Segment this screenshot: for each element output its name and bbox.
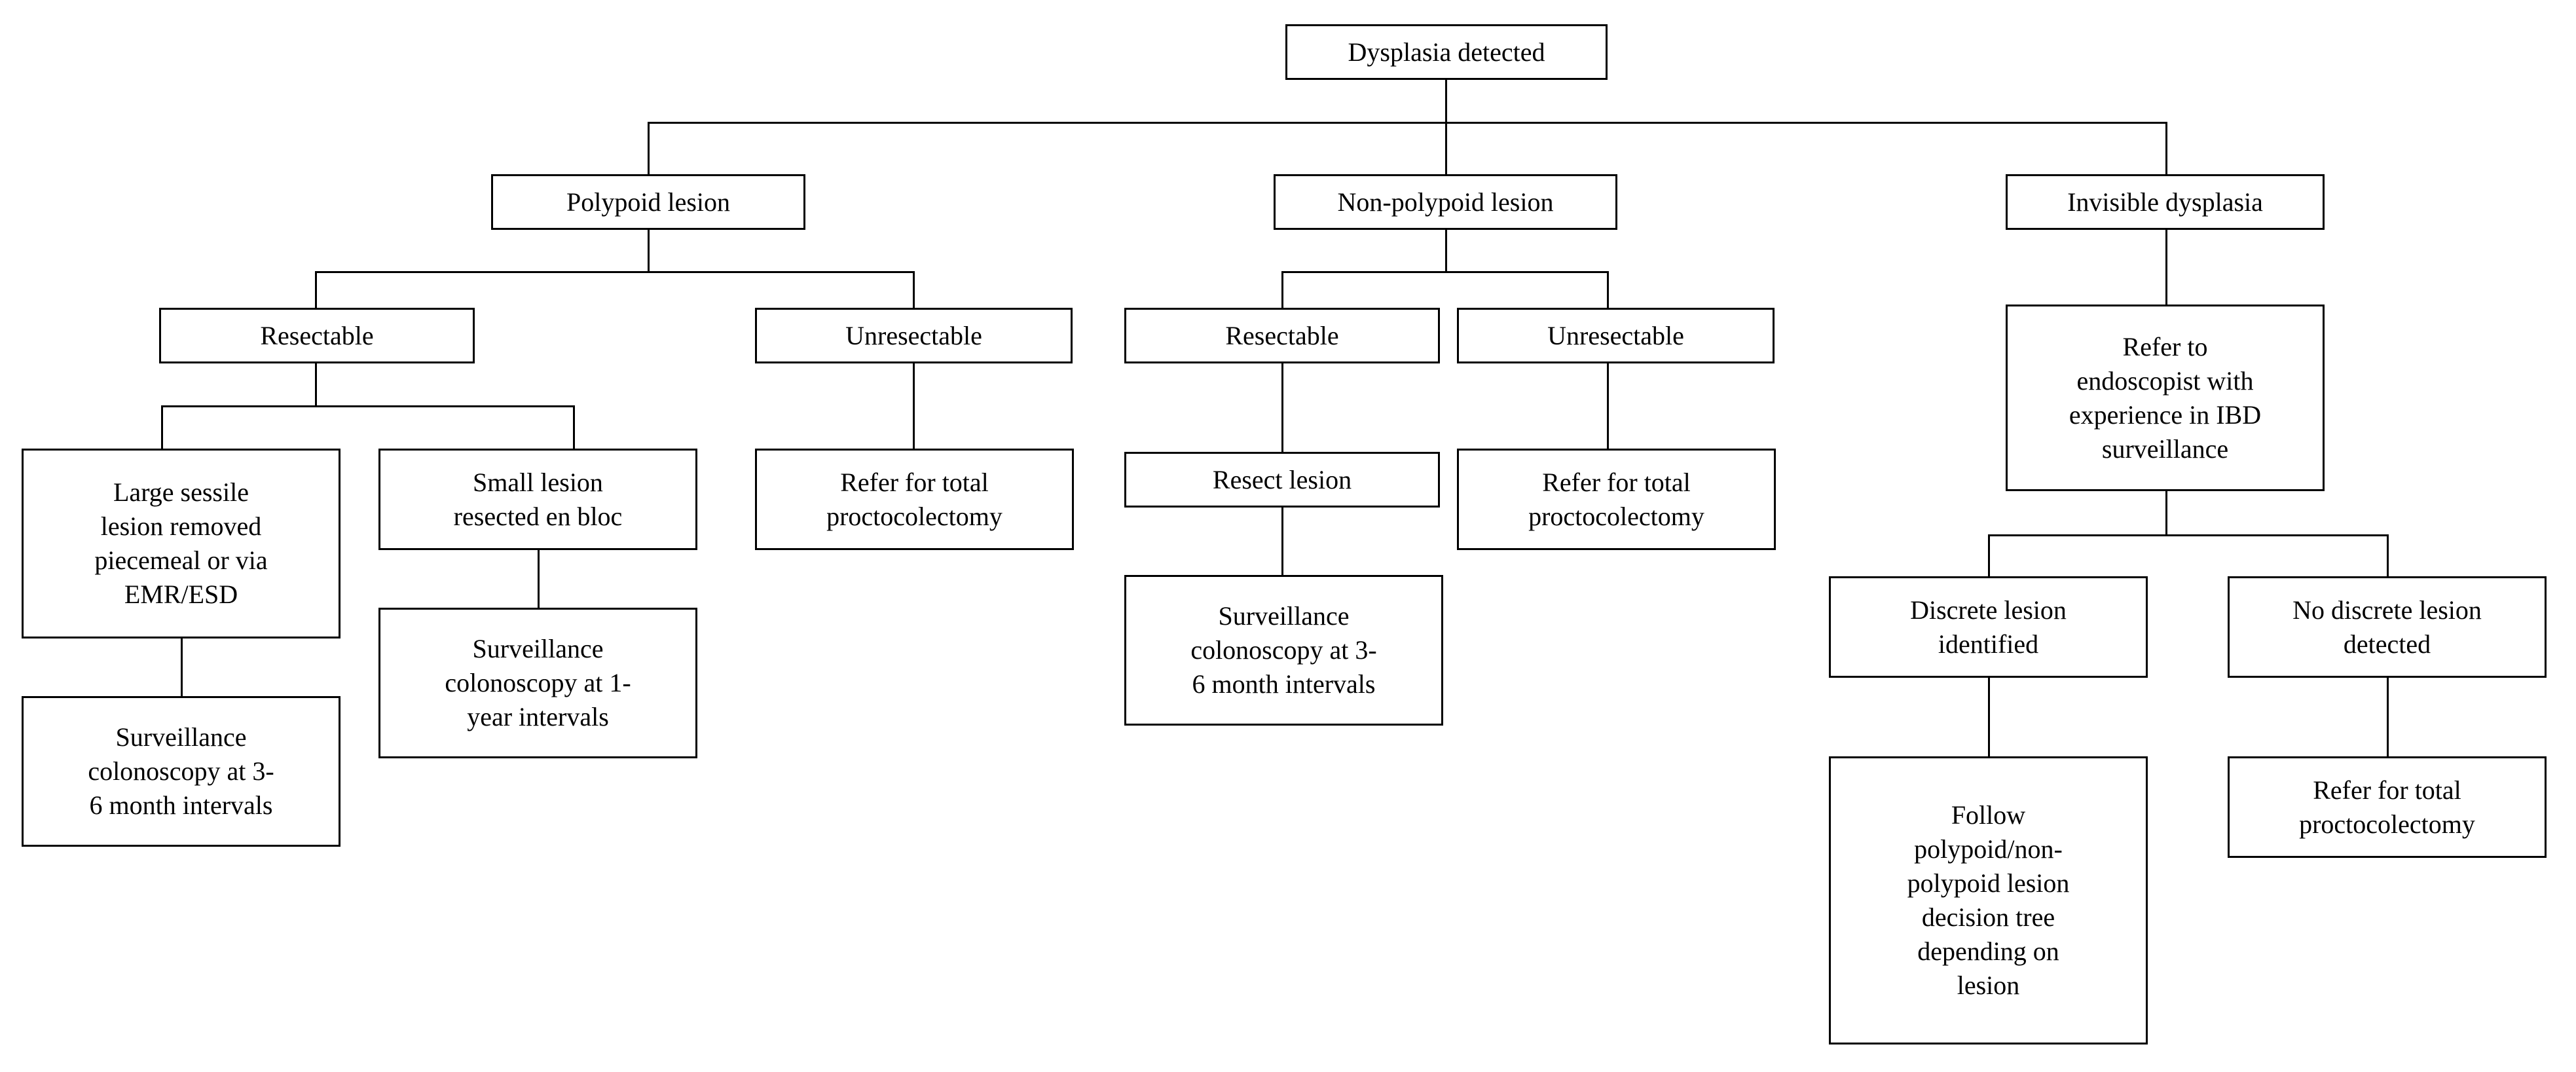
node-label: Refer for total proctocolectomy bbox=[826, 467, 1003, 531]
connector-rail-to-invisible bbox=[2165, 122, 2167, 174]
connector-endoscopist-rail bbox=[1988, 534, 2389, 536]
node-label: Surveillance colonoscopy at 3- 6 month i… bbox=[1190, 601, 1377, 699]
node-polypoid-unresectable[interactable]: Unresectable bbox=[755, 308, 1073, 363]
node-label: Surveillance colonoscopy at 3- 6 month i… bbox=[88, 722, 274, 820]
connector-polypoid-drop bbox=[648, 230, 650, 271]
connector-p-resectable-to-small bbox=[573, 405, 575, 449]
connector-polypoid-rail bbox=[315, 271, 915, 273]
node-no-discrete-lesion-detected[interactable]: No discrete lesion detected bbox=[2228, 576, 2547, 678]
node-label: Non-polypoid lesion bbox=[1337, 187, 1554, 217]
node-follow-lesion-decision-tree[interactable]: Follow polypoid/non- polypoid lesion dec… bbox=[1829, 756, 2148, 1044]
connector-row2-rail bbox=[648, 122, 2167, 124]
node-label: Polypoid lesion bbox=[566, 187, 731, 217]
connector-polypoid-to-resectable bbox=[315, 271, 317, 312]
node-label: Refer to endoscopist with experience in … bbox=[2069, 331, 2262, 464]
connector-endoscopist-to-discrete bbox=[1988, 534, 1990, 576]
node-surveillance-3-6-month-left[interactable]: Surveillance colonoscopy at 3- 6 month i… bbox=[22, 696, 340, 847]
node-label: Large sessile lesion removed piecemeal o… bbox=[94, 477, 268, 609]
connector-invisible-drop bbox=[2165, 230, 2167, 305]
node-label: Refer for total proctocolectomy bbox=[2299, 775, 2475, 839]
node-label: Follow polypoid/non- polypoid lesion dec… bbox=[1907, 800, 2070, 1000]
connector-no-discrete-drop bbox=[2387, 678, 2389, 756]
connector-nonpolypoid-to-unresectable bbox=[1607, 271, 1609, 312]
node-invisible-refer-proctocolectomy[interactable]: Refer for total proctocolectomy bbox=[2228, 756, 2547, 858]
connector-nonpolypoid-drop bbox=[1445, 230, 1447, 271]
node-discrete-lesion-identified[interactable]: Discrete lesion identified bbox=[1829, 576, 2148, 678]
connector-p-unresectable-drop bbox=[913, 363, 915, 449]
node-dysplasia-detected[interactable]: Dysplasia detected bbox=[1285, 24, 1608, 80]
node-label: Resectable bbox=[260, 320, 374, 350]
connector-small-enbloc-drop bbox=[538, 550, 540, 608]
connector-p-resectable-rail bbox=[161, 405, 575, 407]
node-invisible-dysplasia[interactable]: Invisible dysplasia bbox=[2006, 174, 2325, 230]
node-polypoid-lesion[interactable]: Polypoid lesion bbox=[491, 174, 805, 230]
node-label: Dysplasia detected bbox=[1348, 37, 1545, 67]
connector-endoscopist-drop bbox=[2165, 491, 2167, 534]
connector-p-resectable-to-large bbox=[161, 405, 163, 449]
node-non-polypoid-lesion[interactable]: Non-polypoid lesion bbox=[1274, 174, 1617, 230]
node-polypoid-unres-refer-proctocolectomy[interactable]: Refer for total proctocolectomy bbox=[755, 449, 1074, 550]
node-resect-lesion[interactable]: Resect lesion bbox=[1124, 452, 1440, 508]
node-label: Surveillance colonoscopy at 1- year inte… bbox=[445, 634, 631, 731]
node-refer-to-endoscopist[interactable]: Refer to endoscopist with experience in … bbox=[2006, 305, 2325, 491]
node-nonpolypoid-unres-refer-proctocolectomy[interactable]: Refer for total proctocolectomy bbox=[1457, 449, 1776, 550]
node-label: Invisible dysplasia bbox=[2067, 187, 2263, 217]
connector-polypoid-to-unresectable bbox=[913, 271, 915, 312]
connector-np-unresectable-drop bbox=[1607, 363, 1609, 449]
connector-p-resectable-drop bbox=[315, 363, 317, 405]
node-label: Resect lesion bbox=[1212, 464, 1352, 494]
node-label: Unresectable bbox=[845, 320, 982, 350]
node-surveillance-3-6-month-middle[interactable]: Surveillance colonoscopy at 3- 6 month i… bbox=[1124, 575, 1443, 726]
node-label: Unresectable bbox=[1547, 320, 1684, 350]
connector-large-sessile-drop bbox=[181, 638, 183, 696]
connector-rail-to-polypoid bbox=[648, 122, 650, 174]
connector-endoscopist-to-no-discrete bbox=[2387, 534, 2389, 576]
node-label: Small lesion resected en bloc bbox=[453, 467, 623, 531]
node-label: Refer for total proctocolectomy bbox=[1528, 467, 1704, 531]
connector-nonpolypoid-to-resectable bbox=[1281, 271, 1283, 312]
connector-np-resectable-drop bbox=[1281, 363, 1283, 452]
node-surveillance-1-year[interactable]: Surveillance colonoscopy at 1- year inte… bbox=[378, 608, 697, 758]
node-nonpolypoid-resectable[interactable]: Resectable bbox=[1124, 308, 1440, 363]
node-polypoid-resectable[interactable]: Resectable bbox=[159, 308, 475, 363]
connector-rail-to-nonpolypoid bbox=[1445, 122, 1447, 174]
connector-resect-lesion-drop bbox=[1281, 508, 1283, 575]
connector-root-drop bbox=[1445, 80, 1447, 122]
node-label: Resectable bbox=[1225, 320, 1339, 350]
connector-discrete-drop bbox=[1988, 678, 1990, 756]
node-label: No discrete lesion detected bbox=[2292, 595, 2482, 659]
node-label: Discrete lesion identified bbox=[1910, 595, 2067, 659]
node-large-sessile-lesion[interactable]: Large sessile lesion removed piecemeal o… bbox=[22, 449, 340, 638]
node-nonpolypoid-unresectable[interactable]: Unresectable bbox=[1457, 308, 1775, 363]
connector-nonpolypoid-rail bbox=[1281, 271, 1609, 273]
node-small-lesion-en-bloc[interactable]: Small lesion resected en bloc bbox=[378, 449, 697, 550]
